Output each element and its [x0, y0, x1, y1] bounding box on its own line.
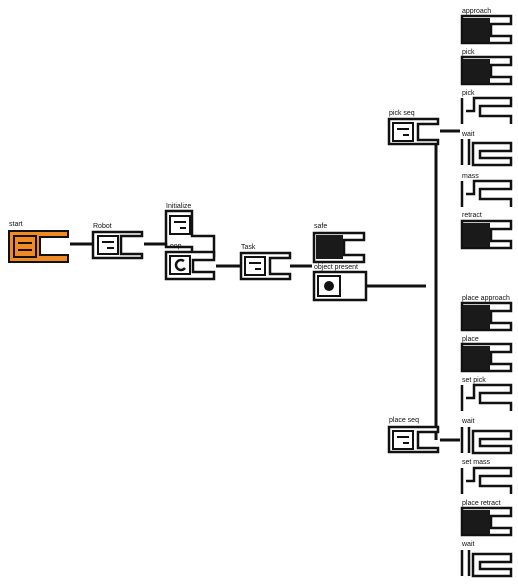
child-node[interactable]: place approach — [460, 295, 513, 332]
node-pick-seq[interactable]: pick seq — [387, 110, 440, 146]
robot-label: Robot — [93, 223, 112, 230]
child-node[interactable]: wait — [460, 418, 513, 455]
child-label: retract — [462, 212, 482, 219]
loop-label: Loop — [166, 243, 182, 250]
decorator-icon — [460, 383, 513, 411]
child-node[interactable]: pick — [460, 90, 513, 124]
decorator-icon — [460, 96, 513, 124]
child-node[interactable]: pick — [460, 49, 513, 86]
child-label: wait — [461, 131, 475, 138]
child-node[interactable]: set mass — [460, 459, 513, 494]
child-node[interactable]: set pick — [460, 377, 513, 411]
pick-seq-label: pick seq — [389, 110, 415, 117]
child-label: pick — [462, 49, 475, 56]
place-seq-label: place seq — [389, 417, 419, 424]
child-label: wait — [461, 418, 475, 425]
action-icon — [463, 510, 490, 534]
child-node[interactable]: wait — [460, 541, 513, 578]
child-label: wait — [461, 541, 475, 548]
node-loop[interactable]: Loop — [164, 243, 216, 281]
child-label: approach — [462, 8, 491, 15]
child-node[interactable]: mass — [460, 173, 513, 207]
sequence-icon — [13, 235, 37, 258]
safe-label: safe — [314, 223, 327, 230]
start-label: start — [9, 221, 23, 228]
pick-seq-children: approach pick pick wait mass retract — [460, 8, 513, 250]
loop-icon — [169, 255, 191, 275]
wait-icon — [460, 139, 513, 167]
wait-icon — [460, 427, 513, 455]
condition-icon — [317, 275, 341, 297]
child-label: mass — [462, 173, 479, 180]
child-label: place retract — [462, 500, 501, 507]
child-node[interactable]: wait — [460, 131, 513, 167]
decorator-icon — [460, 179, 513, 207]
action-icon — [463, 223, 490, 247]
sequence-icon — [392, 430, 414, 450]
action-icon — [463, 346, 490, 370]
action-icon — [463, 305, 490, 329]
sequence-icon — [392, 122, 414, 142]
node-task[interactable]: Task — [239, 244, 292, 281]
node-start[interactable]: start — [8, 221, 69, 263]
child-node[interactable]: retract — [460, 212, 513, 250]
object-present-label: object present — [314, 264, 358, 271]
action-icon — [463, 18, 490, 42]
node-robot[interactable]: Robot — [91, 223, 144, 260]
sequence-icon — [244, 256, 266, 276]
node-object-present[interactable]: object present — [312, 264, 368, 302]
child-node[interactable]: place retract — [460, 500, 513, 537]
task-label: Task — [241, 244, 256, 251]
decorator-icon — [460, 466, 513, 494]
node-initialize[interactable]: Initialize — [164, 203, 216, 258]
child-label: set mass — [462, 459, 491, 466]
initialize-label: Initialize — [166, 203, 191, 210]
sequence-icon — [169, 215, 191, 235]
child-label: place approach — [462, 295, 510, 302]
action-icon — [316, 235, 343, 259]
wait-icon — [460, 550, 513, 578]
sequence-icon — [97, 235, 119, 255]
action-icon — [463, 59, 490, 83]
node-place-seq[interactable]: place seq — [387, 417, 440, 454]
child-label: place — [462, 336, 479, 343]
child-node[interactable]: approach — [460, 8, 513, 45]
child-label: set pick — [462, 377, 486, 384]
child-node[interactable]: place — [460, 336, 513, 373]
connectors — [70, 129, 460, 442]
child-label: pick — [462, 90, 475, 97]
node-safe[interactable]: safe — [312, 223, 366, 264]
place-seq-children: place approach place set pick wait set m… — [460, 295, 513, 578]
